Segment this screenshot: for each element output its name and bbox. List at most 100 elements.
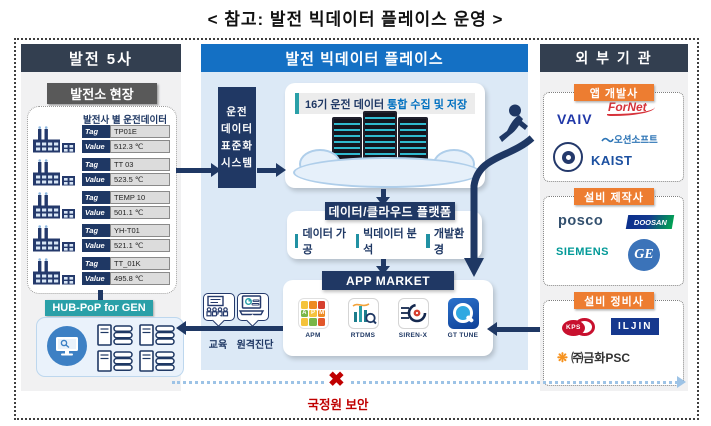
education-label: 교육 bbox=[208, 340, 228, 351]
outer-dotted-frame bbox=[14, 38, 699, 420]
value-key: Value bbox=[82, 239, 110, 252]
app-developers-box: VAIV ForNet 오션소프트 KAIST bbox=[543, 92, 684, 182]
std-line: 시스템 bbox=[221, 156, 253, 169]
remote-diagnosis-icon bbox=[237, 293, 269, 321]
factory-icon bbox=[33, 225, 75, 252]
monitor-search-icon bbox=[47, 326, 87, 366]
kps-logo: KPS bbox=[562, 316, 598, 340]
tag-key: Tag bbox=[82, 257, 110, 270]
teal-accent-bar bbox=[295, 93, 299, 114]
factory-icon bbox=[33, 192, 75, 219]
value-key: Value bbox=[82, 140, 110, 153]
server-db-icon bbox=[139, 324, 175, 346]
tag-cell: TEMP 10 bbox=[110, 191, 170, 204]
siemens-logo: SIEMENS bbox=[556, 246, 610, 258]
apm-letter: A bbox=[302, 310, 307, 317]
kaist-logo: KAIST bbox=[591, 153, 633, 168]
collection-title-strip: 16기 운전 데이터 통합 수집 및 저장 bbox=[295, 93, 475, 114]
value-cell: 512.3 ℃ bbox=[110, 140, 170, 153]
university-emblem-logo bbox=[553, 142, 583, 172]
equipment-maintenance-header: 설비 정비사 bbox=[574, 292, 654, 309]
arrowhead bbox=[677, 376, 686, 388]
tag-key: Tag bbox=[82, 224, 110, 237]
app-label: APM bbox=[305, 332, 321, 339]
doosan-logo: DOOSAN bbox=[625, 215, 675, 229]
oceansoft-logo: 오션소프트 bbox=[601, 132, 658, 146]
equipment-makers-box: posco DOOSAN SIEMENS GE bbox=[543, 196, 684, 286]
app-tile: SIREN-X bbox=[392, 298, 434, 339]
ge-logo: GE bbox=[628, 239, 660, 271]
platform-item: 데이터 가공 bbox=[295, 225, 356, 257]
plant-site-header: 발전소 현장 bbox=[47, 83, 157, 104]
posco-logo: posco bbox=[558, 213, 604, 229]
platform-item: 개발환경 bbox=[426, 225, 474, 257]
arrowhead bbox=[487, 322, 497, 336]
app-label: SIREN-X bbox=[398, 332, 428, 339]
right-panel-header: 외 부 기 관 bbox=[540, 44, 688, 72]
app-tile: RTDMS bbox=[342, 298, 384, 339]
gt-tune-app-icon bbox=[447, 298, 479, 329]
arrowhead bbox=[376, 266, 390, 275]
tag-cell: TT 03 bbox=[110, 158, 170, 171]
platform-header: 데이터/클라우드 플랫폼 bbox=[325, 202, 455, 220]
siren-x-app-icon bbox=[397, 298, 429, 329]
server-db-icon bbox=[97, 324, 133, 346]
apm-letter: P bbox=[310, 310, 315, 317]
standardization-system-box: 운전 데이터 표준화 시스템 bbox=[218, 87, 256, 188]
value-cell: 495.8 ℃ bbox=[110, 272, 170, 285]
fornet-underline bbox=[607, 106, 655, 116]
value-cell: 523.5 ℃ bbox=[110, 173, 170, 186]
tag-cell: TT_01K bbox=[110, 257, 170, 270]
app-market-box: A P M APM RT bbox=[283, 280, 493, 356]
collection-title-highlight: 통합 수집 및 저장 bbox=[387, 98, 468, 111]
rtdms-app-icon bbox=[347, 298, 379, 329]
tag-key: Tag bbox=[82, 125, 110, 138]
iljin-logo: ILJIN bbox=[611, 318, 660, 335]
hub-pop-box bbox=[36, 317, 184, 377]
equipment-makers-header: 설비 제작사 bbox=[574, 188, 654, 205]
app-tile: GT TUNE bbox=[442, 298, 484, 339]
app-market-header: APP MARKET bbox=[322, 271, 454, 290]
person-icon bbox=[499, 104, 528, 142]
app-tile: A P M APM bbox=[292, 298, 334, 339]
app-label: RTDMS bbox=[350, 332, 376, 339]
wave-icon bbox=[601, 137, 614, 143]
collection-title: 16기 운전 데이터 통합 수집 및 저장 bbox=[299, 96, 467, 112]
factory-icon bbox=[33, 126, 75, 153]
center-panel-header: 발전 빅데이터 플레이스 bbox=[201, 44, 528, 72]
app-label: GT TUNE bbox=[447, 332, 479, 339]
arrowhead bbox=[376, 197, 390, 206]
arrowhead bbox=[211, 163, 221, 177]
collection-title-prefix: 16기 운전 데이터 bbox=[305, 98, 388, 111]
std-line: 표준화 bbox=[221, 139, 253, 152]
collection-storage-box: 16기 운전 데이터 통합 수집 및 저장 bbox=[285, 83, 485, 188]
connector-line bbox=[98, 290, 103, 301]
left-panel-header: 발전 5사 bbox=[21, 44, 181, 72]
arrowhead bbox=[176, 321, 186, 335]
flower-icon: ❋ bbox=[557, 350, 568, 365]
arrow-appmarket-to-hub bbox=[186, 326, 283, 331]
arrow-collection-to-platform bbox=[381, 189, 386, 198]
factory-icon bbox=[33, 258, 75, 285]
tag-cell: TP01E bbox=[110, 125, 170, 138]
arrow-plant-to-std bbox=[176, 168, 212, 173]
education-icon bbox=[203, 293, 235, 321]
remote-diagnosis-label: 원격진단 bbox=[236, 340, 274, 351]
value-key: Value bbox=[82, 173, 110, 186]
vaiv-logo: VAIV bbox=[557, 111, 593, 127]
value-cell: 501.1 ℃ bbox=[110, 206, 170, 219]
cloud-icon bbox=[293, 157, 481, 188]
std-line: 운전 bbox=[226, 105, 248, 118]
security-boundary-line bbox=[172, 381, 678, 384]
blocked-x-icon: ✖ bbox=[325, 370, 348, 390]
